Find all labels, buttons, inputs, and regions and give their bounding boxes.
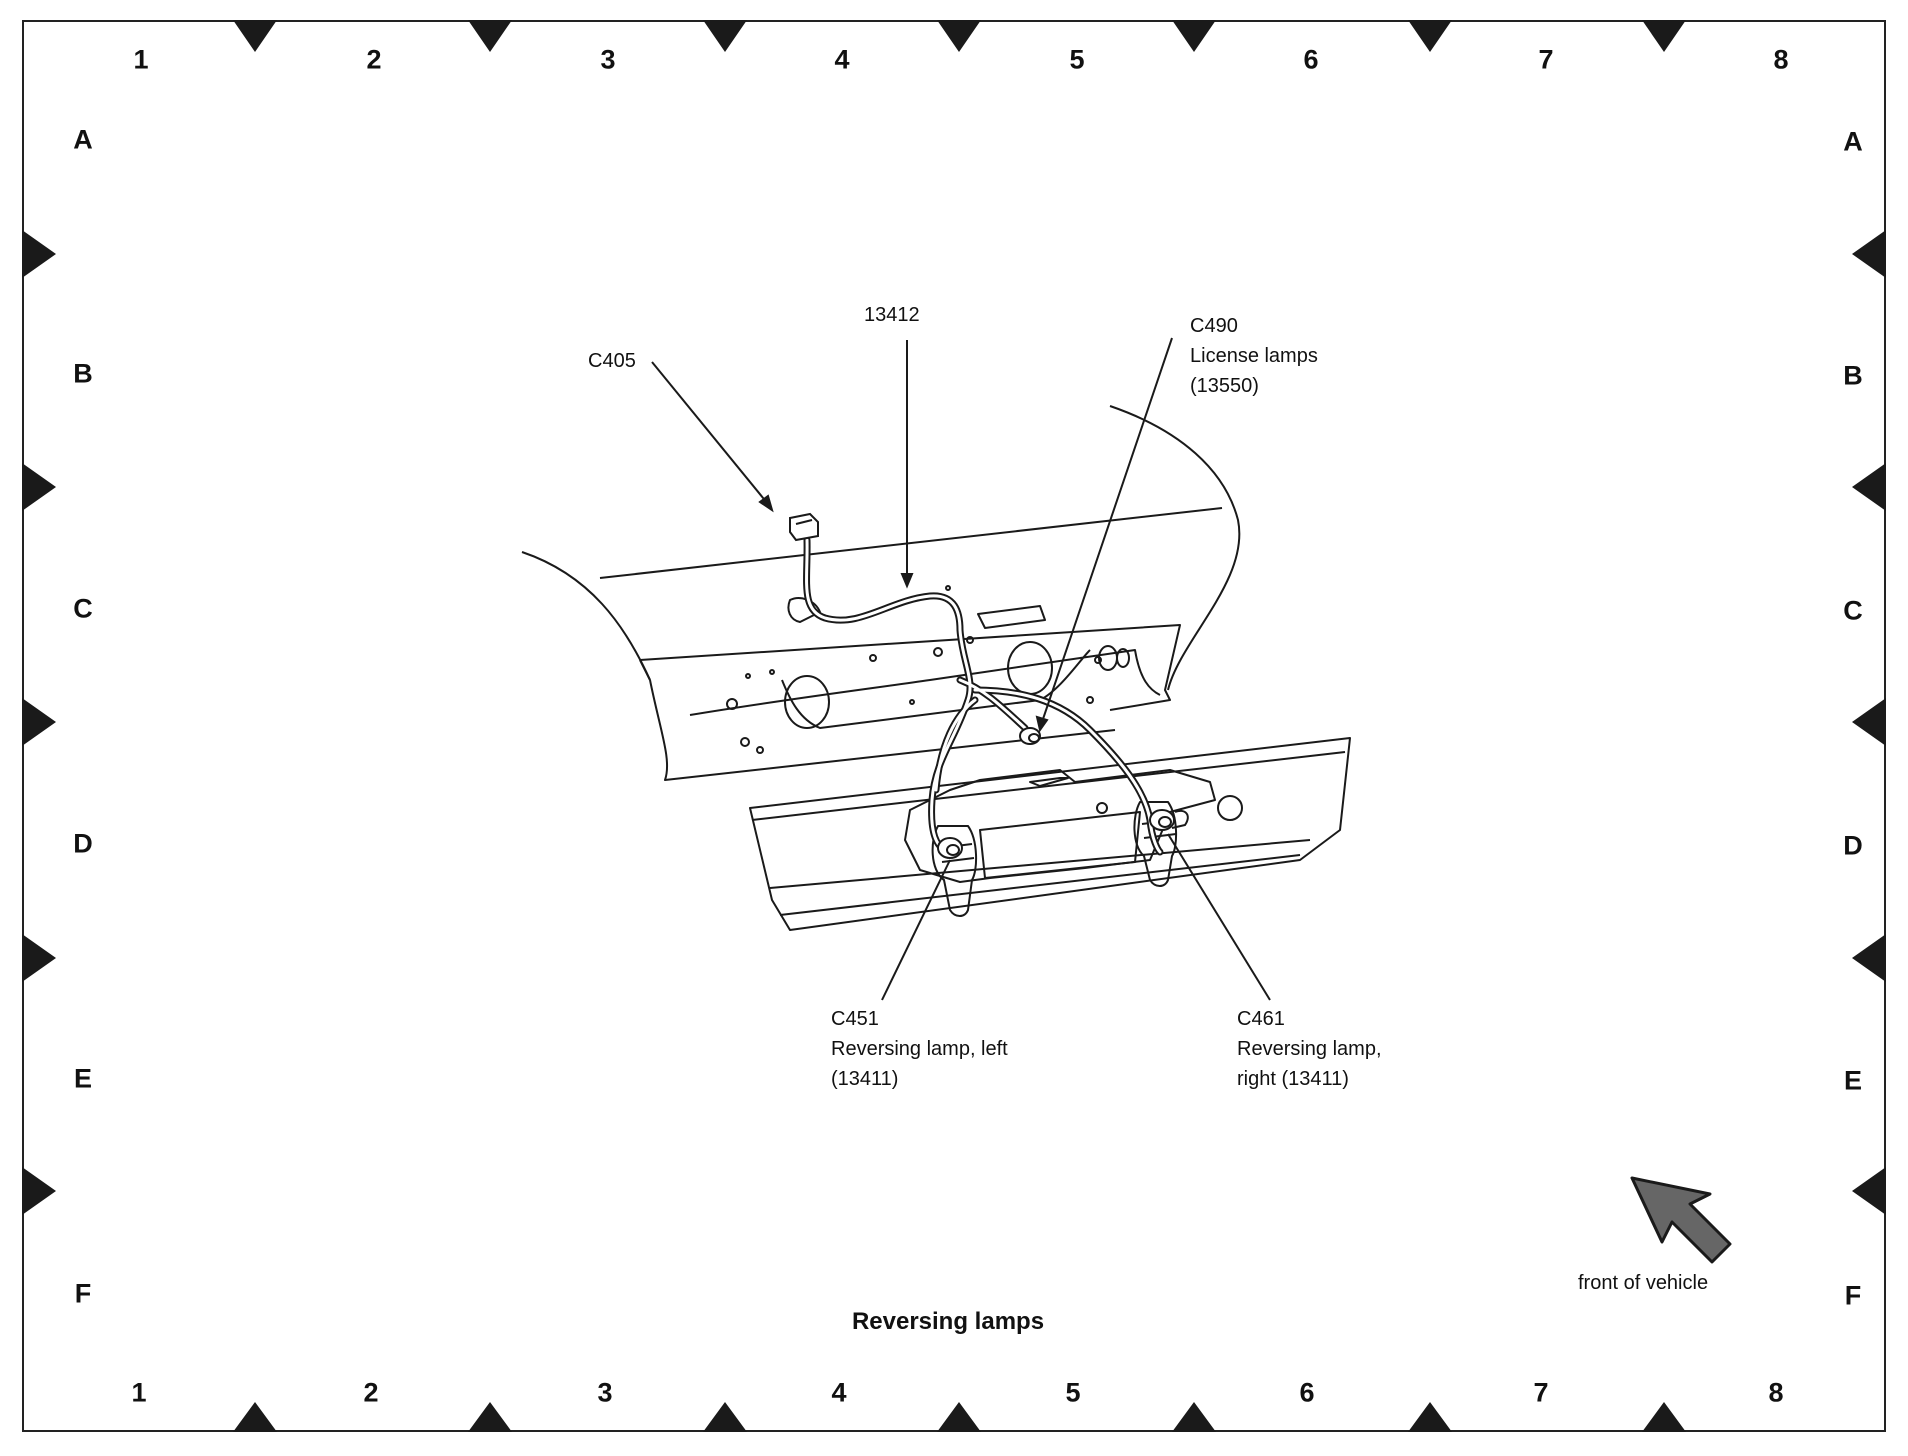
front-of-vehicle-arrow-icon xyxy=(1630,1176,1732,1264)
callout-c490: C490 License lamps (13550) xyxy=(1190,311,1318,401)
row-label-left: B xyxy=(73,358,93,389)
column-label-bottom: 8 xyxy=(1768,1377,1784,1408)
callout-c451: C451 Reversing lamp, left (13411) xyxy=(831,1004,1008,1094)
column-label-top: 3 xyxy=(600,44,616,75)
callout-c490-part-number: (13550) xyxy=(1190,375,1259,397)
column-label-bottom: 5 xyxy=(1065,1377,1081,1408)
diagram-title: Reversing lamps xyxy=(851,1308,1045,1335)
lamp-panel-drawing xyxy=(749,737,1351,931)
row-label-left: D xyxy=(73,828,93,859)
callout-c461-description: Reversing lamp, xyxy=(1237,1038,1382,1060)
row-label-left: F xyxy=(74,1278,92,1309)
callout-c405-code: C405 xyxy=(588,350,636,372)
column-label-top: 5 xyxy=(1069,44,1085,75)
leader-lines xyxy=(651,337,1271,1001)
column-label-bottom: 4 xyxy=(831,1377,847,1408)
column-label-top: 1 xyxy=(133,44,149,75)
callout-c451-part-number: (13411) xyxy=(831,1068,899,1090)
column-label-bottom: 2 xyxy=(363,1377,379,1408)
callout-c490-code: C490 xyxy=(1190,315,1238,337)
row-label-right: A xyxy=(1843,126,1863,157)
callout-c451-code: C451 xyxy=(831,1008,879,1030)
callout-c461-code: C461 xyxy=(1237,1008,1285,1030)
row-label-right: F xyxy=(1844,1280,1862,1311)
callout-c405: C405 xyxy=(588,346,636,376)
column-label-bottom: 6 xyxy=(1299,1377,1315,1408)
trunk-lid-drawing xyxy=(521,405,1241,781)
row-label-right: B xyxy=(1843,360,1863,391)
callout-c461-part-number: right (13411) xyxy=(1237,1068,1349,1090)
connector-c451-drawing xyxy=(937,837,963,859)
connector-c405-drawing xyxy=(789,512,819,542)
row-label-left: C xyxy=(73,593,93,624)
wiring-harness-inner xyxy=(805,538,1162,854)
column-label-top: 2 xyxy=(366,44,382,75)
column-label-top: 7 xyxy=(1538,44,1554,75)
column-label-top: 6 xyxy=(1303,44,1319,75)
connector-c461-drawing xyxy=(1149,809,1175,831)
column-label-bottom: 7 xyxy=(1533,1377,1549,1408)
column-label-bottom: 3 xyxy=(597,1377,613,1408)
callout-harness: 13412 xyxy=(864,300,920,330)
row-label-left: A xyxy=(73,124,93,155)
row-label-right: C xyxy=(1843,595,1863,626)
row-label-right: E xyxy=(1843,1065,1863,1096)
border-markers xyxy=(22,20,1886,1432)
column-label-top: 8 xyxy=(1773,44,1789,75)
connector-c490-drawing xyxy=(1019,727,1041,745)
front-of-vehicle-label: front of vehicle xyxy=(1578,1272,1709,1294)
row-label-left: E xyxy=(73,1063,93,1094)
callout-c490-description: License lamps xyxy=(1190,345,1318,367)
column-label-top: 4 xyxy=(834,44,850,75)
callout-c451-description: Reversing lamp, left xyxy=(831,1038,1008,1060)
row-label-right: D xyxy=(1843,830,1863,861)
callout-harness-code: 13412 xyxy=(864,304,920,326)
column-label-bottom: 1 xyxy=(131,1377,147,1408)
callout-c461: C461 Reversing lamp, right (13411) xyxy=(1237,1004,1382,1094)
